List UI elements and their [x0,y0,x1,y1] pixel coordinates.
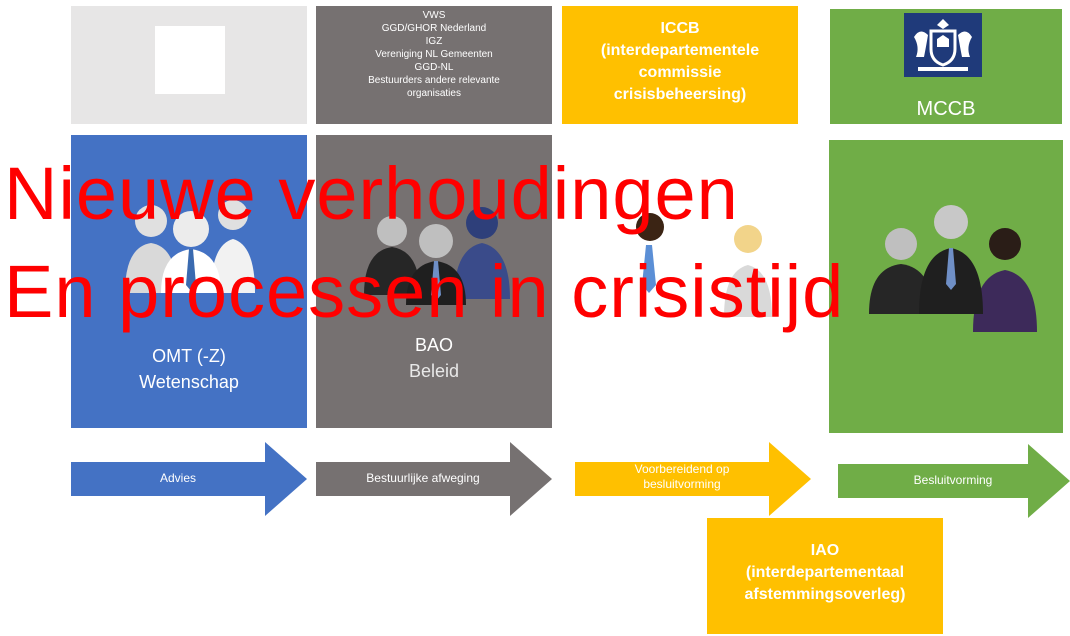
bao-people-illustration [352,195,522,305]
iao-line: afstemmingsoverleg) [744,586,906,603]
iccb-line: crisisbeheersing) [613,86,747,103]
iao-line: IAO [810,542,840,559]
iccb-line: ICCB [660,20,700,37]
mccb-people-illustration [855,204,1045,334]
omt-top-box [71,6,307,124]
bao-member: organisaties [407,88,461,99]
overlay-line-2: En processen in crisistijd [4,250,845,333]
bao-member: IGZ [425,36,443,47]
iccb-top-box: ICCB (interdepartementele commissie cris… [562,6,798,124]
bao-member: Bestuurders andere relevante [368,75,500,86]
advies-arrow-label: Advies [159,471,197,485]
bao-top-box: VWS GGD/GHOR Nederland IGZ Vereniging NL… [316,6,552,124]
bao-member: GGD-NL [414,62,454,73]
coat-of-arms-icon [904,13,982,77]
bestuurlijke-afweging-arrow-label: Bestuurlijke afweging [366,471,480,485]
besluitvorming-arrow [838,444,1070,518]
mccb-main-box [829,140,1063,433]
bestuurlijke-afweging-arrow [316,442,552,516]
voorbereidend-arrow-label: Voorbereidend op besluitvorming [575,462,789,492]
bao-sublabel: Beleid [408,361,460,381]
omt-label: OMT (-Z) [152,346,226,366]
mccb-label: MCCB [916,98,976,120]
iao-text: IAO (interdepartementaal afstemmingsover… [707,540,943,606]
bao-label: BAO [414,335,453,355]
iao-box: IAO (interdepartementaal afstemmingsover… [707,518,943,634]
overlay-line-1: Nieuwe verhoudingen [4,152,739,235]
voorbereidend-arrow [575,442,811,516]
omt-people-illustration [111,183,271,293]
besluitvorming-arrow-label: Besluitvorming [913,473,993,487]
iccb-line: (interdepartementele [600,42,760,59]
mccb-top-box: MCCB [830,9,1062,124]
iao-line: (interdepartementaal [745,564,905,581]
bao-main-box: BAO Beleid [316,135,552,428]
iccb-line: commissie [638,64,722,81]
iccb-title: ICCB (interdepartementele commissie cris… [562,18,798,106]
bao-member: Vereniging NL Gemeenten [375,49,493,60]
bao-member-list: VWS GGD/GHOR Nederland IGZ Vereniging NL… [316,9,552,100]
voorbereidend-line: Voorbereidend op [634,462,730,476]
bao-member: VWS [422,10,446,21]
voorbereidend-line: besluitvorming [643,477,721,491]
bao-member: GGD/GHOR Nederland [381,23,487,34]
iccb-people-illustration [620,205,790,345]
advies-arrow [71,442,307,516]
omt-sublabel: Wetenschap [139,372,239,392]
blank-logo-square [155,26,225,94]
omt-main-box: OMT (-Z) Wetenschap [71,135,307,428]
